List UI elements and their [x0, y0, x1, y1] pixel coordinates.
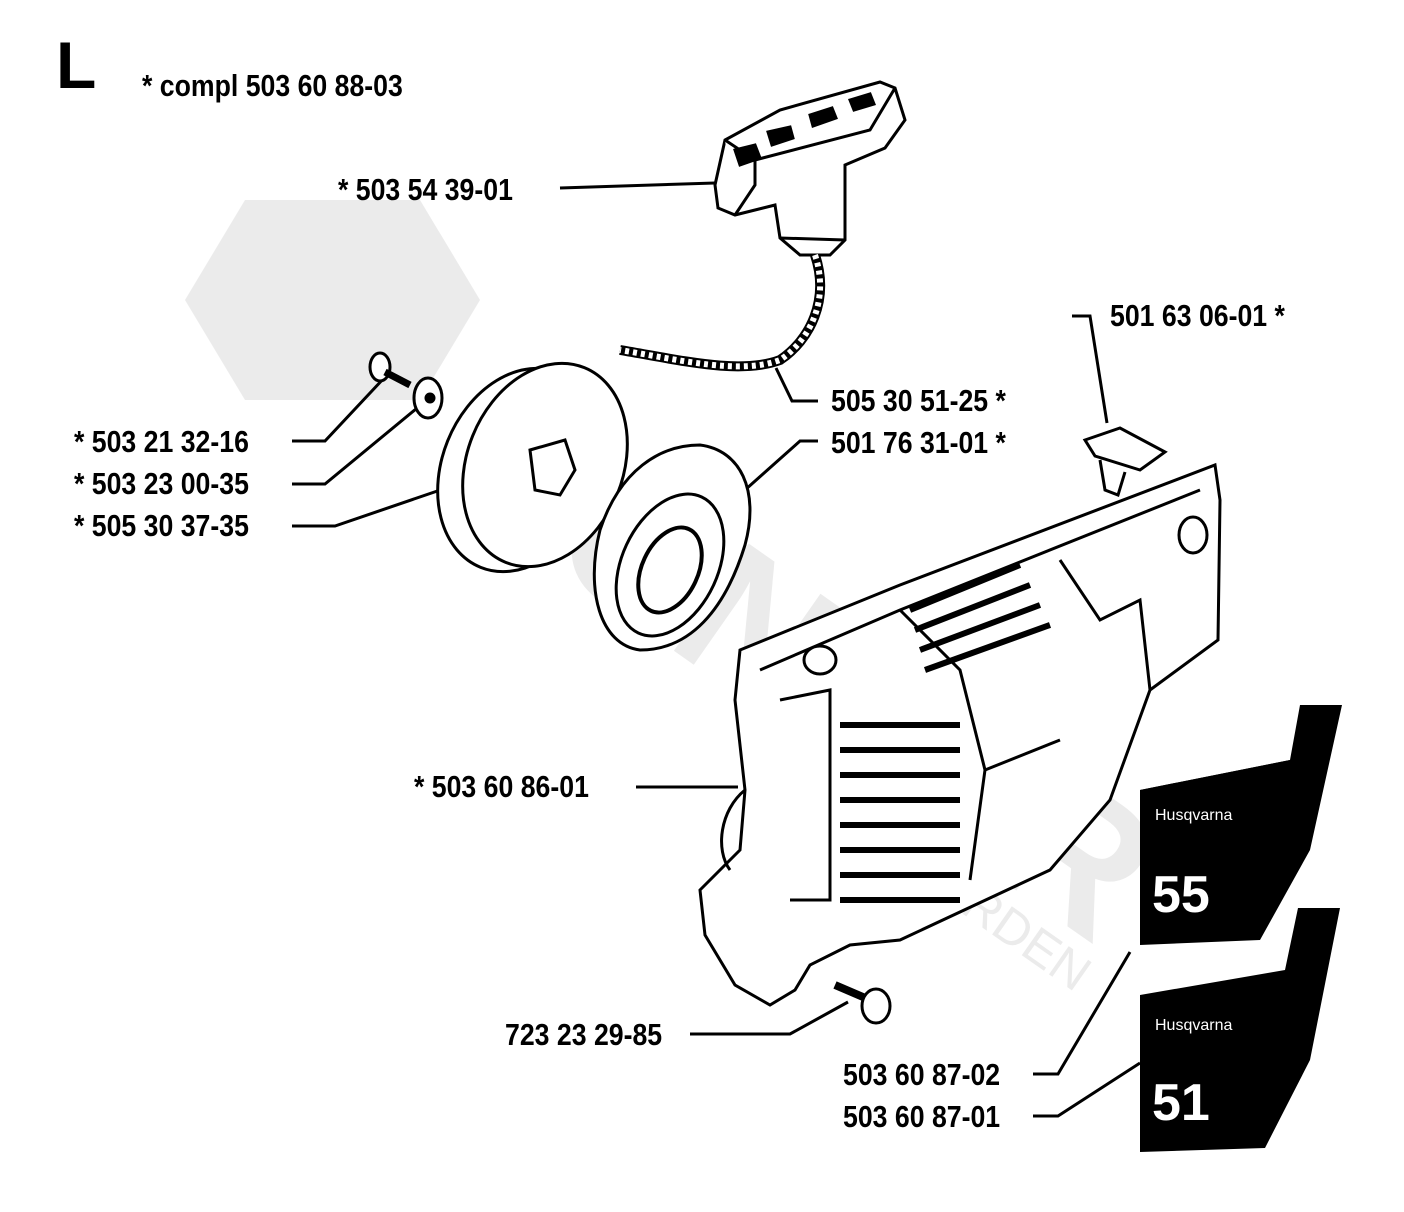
part-label-handle: * 503 54 39-01 — [338, 172, 513, 207]
section-letter: L — [56, 28, 97, 102]
part-label-plug: 501 63 06-01 * — [1110, 298, 1285, 333]
part-label-decal-55: 503 60 87-02 — [843, 1057, 1001, 1092]
spring-housing-part — [592, 443, 752, 652]
starter-handle — [713, 80, 907, 257]
decal-51-brand: Husqvarna — [1155, 1017, 1232, 1034]
decal-51-model: 51 — [1152, 1074, 1210, 1132]
part-label-rope: 505 30 51-25 * — [831, 383, 1006, 418]
part-label-spring-housing: 501 76 31-01 * — [831, 425, 1006, 460]
part-label-screw-a: * 503 21 32-16 — [74, 424, 249, 459]
part-label-screw-b: 723 23 29-85 — [505, 1017, 663, 1052]
part-label-washer: * 503 23 00-35 — [74, 466, 249, 501]
part-label-decal-51: 503 60 87-01 — [843, 1099, 1001, 1134]
pulley-part — [436, 361, 629, 574]
decal-51 — [1140, 908, 1340, 1152]
part-label-pulley: * 505 30 37-35 — [74, 508, 249, 543]
decal-55 — [1140, 705, 1342, 945]
decal-55-brand: Husqvarna — [1155, 807, 1232, 824]
cover-vents — [840, 562, 1052, 903]
plug-part — [1082, 426, 1168, 497]
cover-screw-part — [833, 981, 892, 1025]
washer-part — [412, 376, 444, 420]
starter-rope — [619, 253, 826, 372]
screw-part — [368, 351, 412, 389]
part-label-starter-cover: * 503 60 86-01 — [414, 769, 589, 804]
compl-label: * compl 503 60 88-03 — [142, 68, 403, 103]
decal-55-model: 55 — [1152, 866, 1210, 924]
leader-lines — [292, 181, 1141, 1118]
